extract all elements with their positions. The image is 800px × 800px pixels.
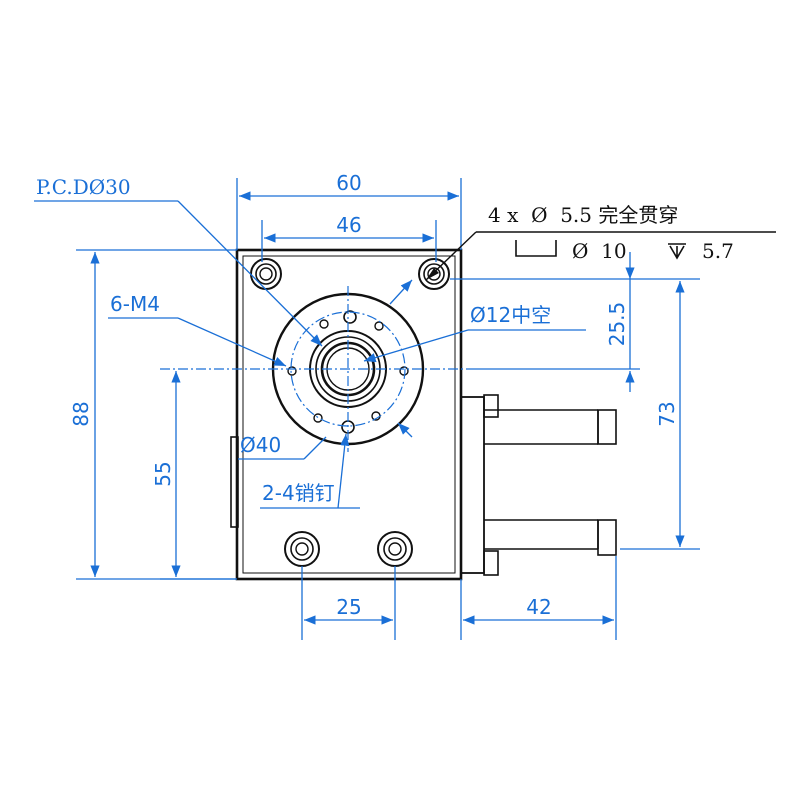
- label-tapped-holes-text: 6-M4: [110, 292, 160, 316]
- label-pins-text: 2-4销钉: [262, 481, 335, 505]
- dim-height-overall-value: 88: [69, 401, 93, 426]
- dim-right-height-value: 73: [655, 401, 679, 426]
- counterbore-icon: [515, 240, 557, 257]
- left-side-boss: [230, 436, 239, 528]
- label-tapped-holes: 6-M4: [108, 292, 287, 367]
- callout-line1: 4 x Ø 5.5 完全贯穿: [488, 203, 678, 227]
- dim-offset-top-value: 25.5: [605, 302, 629, 347]
- label-bore: Ø12中空: [363, 303, 586, 363]
- dim-offset-top: 25.5: [470, 252, 640, 392]
- label-bore-text: Ø12中空: [470, 303, 551, 327]
- dim-bottom-hole-spacing: 25: [301, 566, 396, 640]
- dim-hole-spacing-top: 46: [261, 213, 437, 262]
- label-pins: 2-4销钉: [260, 433, 360, 509]
- dim-center-height-value: 55: [151, 461, 175, 486]
- dim-center-height: 55: [151, 371, 237, 580]
- top-left-mounting-hole: [250, 258, 282, 290]
- depth-icon: [668, 243, 686, 260]
- dim-right-height: 73: [450, 278, 700, 550]
- label-pcd: P.C.DØ30: [34, 175, 323, 347]
- dim-height-overall: 88: [69, 249, 237, 580]
- dim-motor-length-value: 42: [526, 595, 551, 619]
- label-flange-dia: Ø40: [238, 279, 413, 460]
- dim-hole-spacing-top-value: 46: [336, 213, 361, 237]
- bottom-left-mounting-hole: [284, 531, 320, 567]
- housing: [230, 248, 463, 581]
- dim-width-overall: 60: [236, 171, 462, 250]
- bottom-right-mounting-hole: [377, 531, 413, 567]
- dim-motor-length: 42: [460, 556, 617, 640]
- centerlines: [160, 286, 470, 452]
- housing-inner-edge: [242, 255, 456, 574]
- dim-width-overall-value: 60: [336, 171, 361, 195]
- callout-line2-depth: 5.7: [702, 239, 734, 263]
- label-flange-dia-text: Ø40: [240, 433, 281, 457]
- dim-bottom-hole-spacing-value: 25: [336, 595, 361, 619]
- label-pcd-text: P.C.DØ30: [36, 175, 131, 199]
- housing-outline: [235, 248, 463, 581]
- callout-line2-dia: Ø 10: [572, 239, 627, 263]
- hole-callout: 4 x Ø 5.5 完全贯穿 Ø 10 5.7: [425, 203, 776, 281]
- motor-body: [460, 394, 617, 576]
